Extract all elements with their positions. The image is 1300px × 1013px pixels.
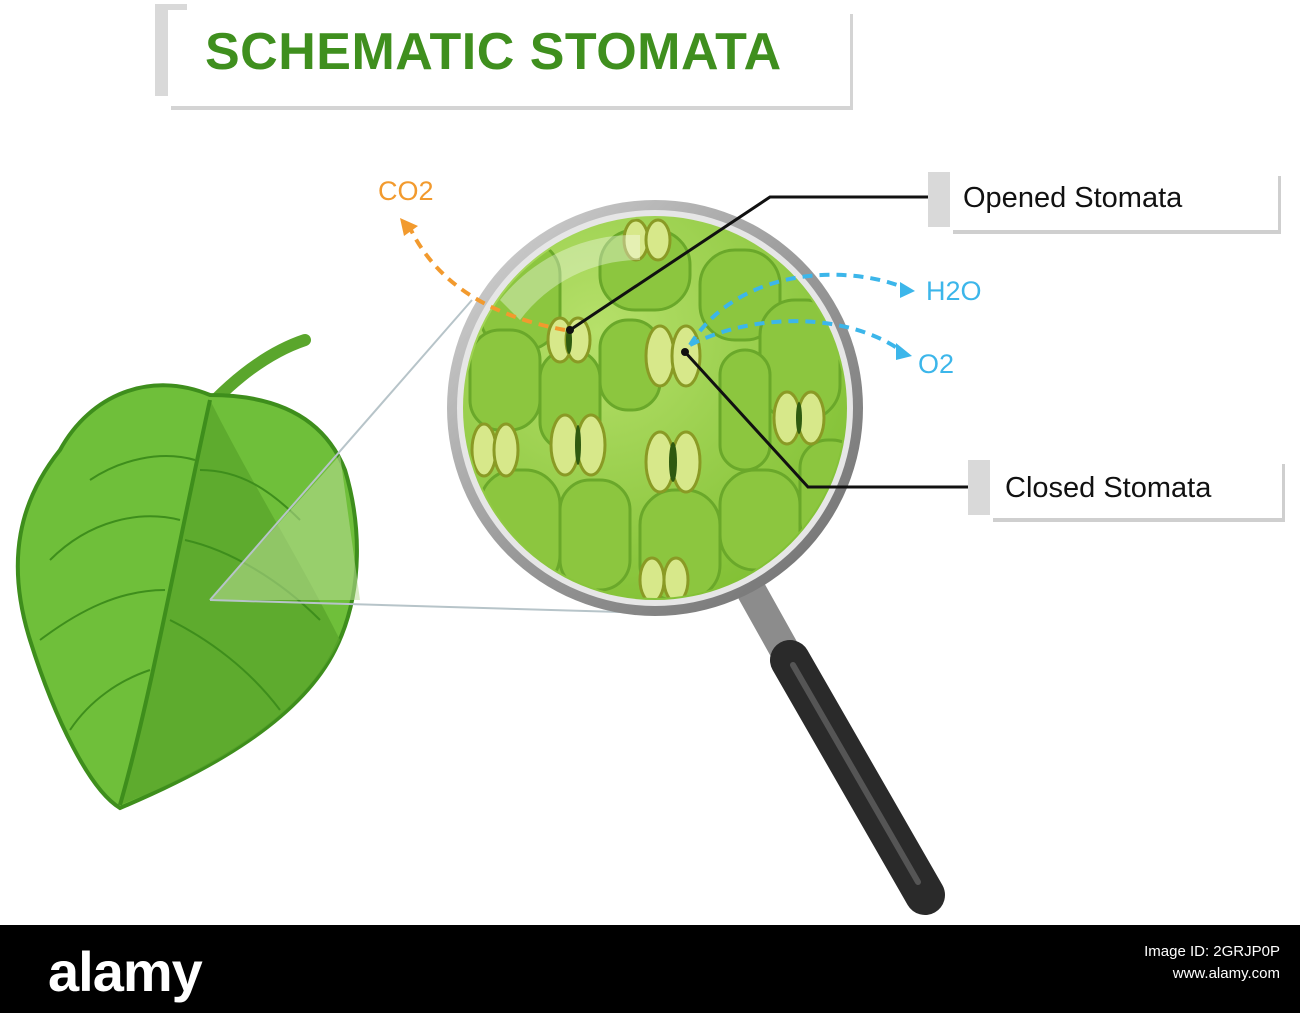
leaf	[15, 334, 360, 811]
magnifier-lens	[447, 200, 863, 616]
magnifier-handle	[737, 577, 945, 915]
stomata-diagram: SCHEMATIC STOMATA	[15, 4, 1282, 915]
opened-label-box	[950, 172, 1278, 230]
image-id: Image ID: 2GRJP0P	[1144, 943, 1280, 960]
opened-stomata-label: Opened Stomata	[963, 182, 1183, 214]
closed-label-box	[990, 460, 1282, 518]
footer-url: www.alamy.com	[1172, 965, 1280, 982]
diagram-art	[15, 195, 975, 915]
watermark-footer: alamy Image ID: 2GRJP0P www.alamy.com	[0, 925, 1300, 1013]
alamy-logo: alamy	[48, 940, 203, 1003]
stoma-opened-1	[546, 316, 592, 364]
h2o-label: H2O	[926, 276, 982, 306]
co2-label: CO2	[378, 176, 434, 206]
page-title: SCHEMATIC STOMATA	[205, 23, 782, 81]
o2-label: O2	[918, 349, 955, 379]
footer-info: Image ID: 2GRJP0P www.alamy.com	[1144, 941, 1280, 985]
title-box	[168, 10, 850, 106]
closed-stomata-label: Closed Stomata	[1005, 472, 1212, 504]
